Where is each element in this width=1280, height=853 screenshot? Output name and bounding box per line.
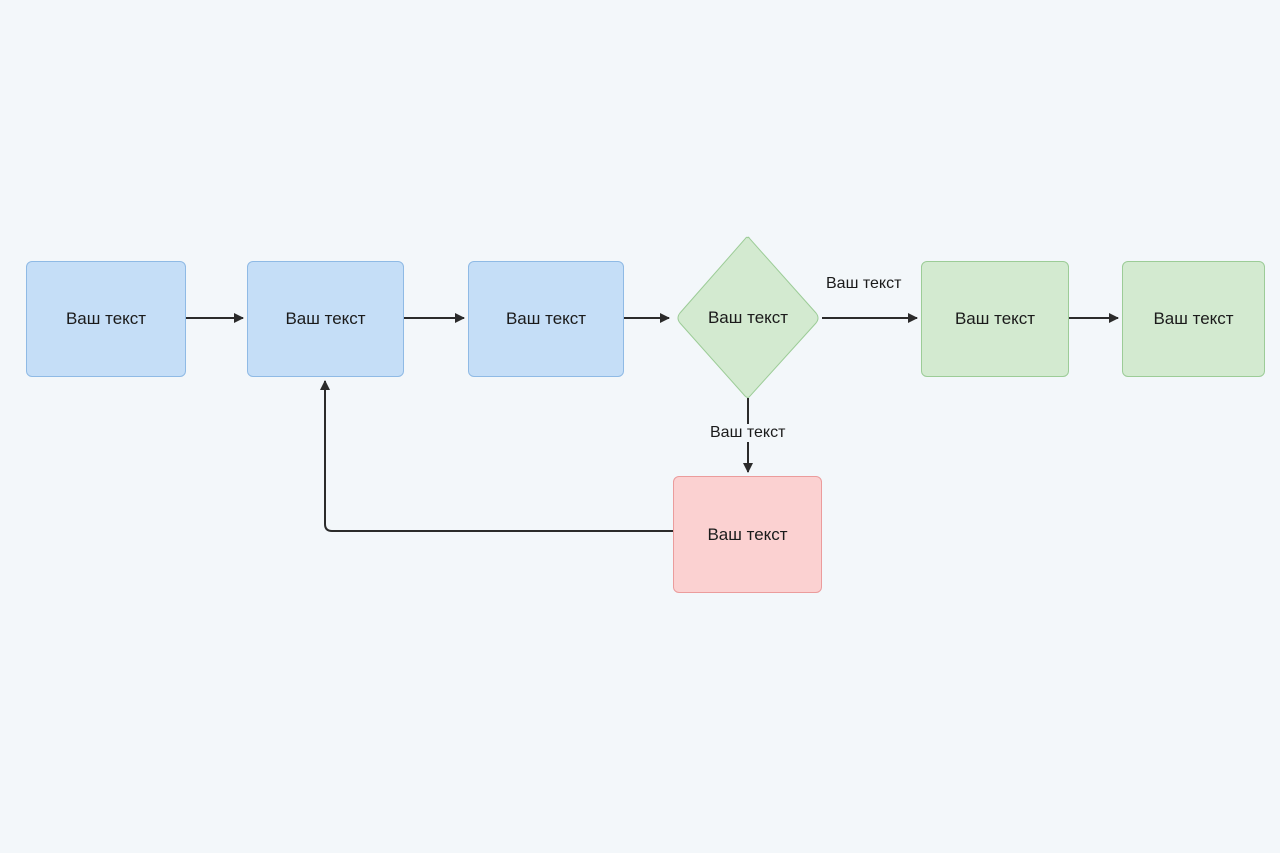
process-node-1-label: Ваш текст bbox=[65, 309, 147, 328]
result-node-1[interactable]: Ваш текст bbox=[921, 261, 1069, 377]
decision-node-label: Ваш текст bbox=[707, 308, 789, 327]
process-node-1[interactable]: Ваш текст bbox=[26, 261, 186, 377]
edge-label-decision-right: Ваш текст bbox=[826, 275, 902, 292]
process-node-2-label: Ваш текст bbox=[285, 309, 366, 328]
process-node-3[interactable]: Ваш текст bbox=[468, 261, 624, 377]
result-node-2[interactable]: Ваш текст bbox=[1122, 261, 1265, 377]
result-node-2-label: Ваш текст bbox=[1153, 309, 1234, 328]
process-node-2[interactable]: Ваш текст bbox=[247, 261, 404, 377]
error-node-label: Ваш текст bbox=[707, 524, 788, 544]
edge-label-decision-down: Ваш текст bbox=[709, 424, 787, 442]
decision-node[interactable]: Ваш текст bbox=[676, 238, 820, 398]
result-node-1-label: Ваш текст bbox=[954, 309, 1036, 328]
process-node-3-label: Ваш текст bbox=[505, 309, 587, 328]
edge-n7-n2-loop bbox=[320, 380, 673, 532]
decision-diamond-shape[interactable] bbox=[677, 236, 819, 398]
error-node[interactable]: Ваш текст bbox=[673, 476, 822, 593]
